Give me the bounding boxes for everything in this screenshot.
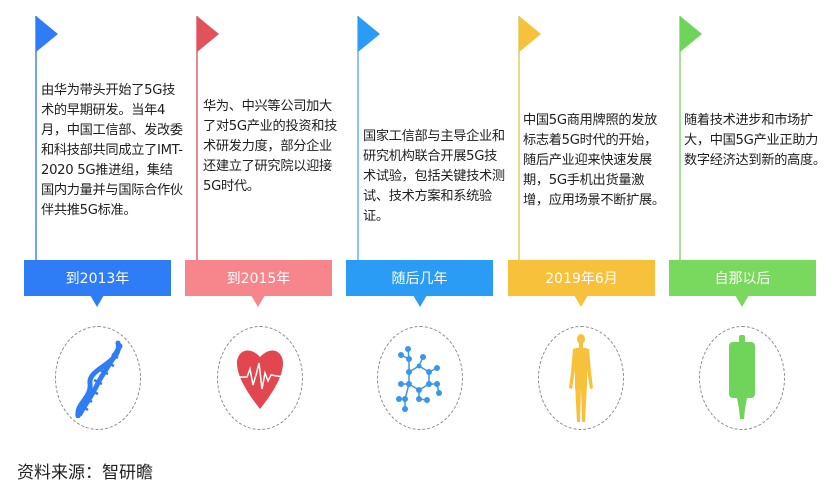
icon-ring <box>377 326 463 430</box>
molecule-icon <box>396 346 442 412</box>
banner-pointer <box>735 295 749 307</box>
flag-icon <box>197 16 219 52</box>
milestone-2015: 华为、中兴等公司加大了对5G产业的投资和技术研发力度，部分企业还建立了研究院以迎… <box>0 0 337 440</box>
battery-bag-icon <box>729 335 755 419</box>
milestone-description: 由华为带头开始了5G技术的早期研发。当年4月，中国工信部、发改委和科技部共同成立… <box>41 83 183 218</box>
milestone-2013: 由华为带头开始了5G技术的早期研发。当年4月，中国工信部、发改委和科技部共同成立… <box>0 0 183 440</box>
milestone-description: 随着技术进步和市场扩大，中国5G产业正助力数字经济达到新的高度。 <box>684 113 826 168</box>
banner-pointer <box>251 295 265 307</box>
milestone-description: 国家工信部与主导企业和研究机构联合开展5G技术试验，包括关键技术测试、技术方案和… <box>363 129 505 224</box>
period-banner: 到2013年 <box>24 260 171 296</box>
heart-pulse-icon <box>237 350 284 409</box>
flag-icon <box>358 16 380 52</box>
period-banner: 随后几年 <box>346 260 493 296</box>
flag-icon <box>680 16 702 52</box>
period-banner: 2019年6月 <box>508 260 655 296</box>
period-banner: 到2015年 <box>185 260 332 296</box>
milestone-following-years: 国家工信部与主导企业和研究机构联合开展5G技术试验，包括关键技术测试、技术方案和… <box>0 0 505 440</box>
banner-pointer <box>413 295 427 307</box>
flag-pole <box>196 16 198 262</box>
banner-pointer <box>574 295 588 307</box>
flag-pole <box>679 16 681 262</box>
human-body-icon <box>569 334 593 422</box>
icon-ring <box>217 326 303 430</box>
dna-icon <box>75 340 123 418</box>
milestone-description: 中国5G商用牌照的发放标志着5G时代的开始，随后产业迎来快速发展期，5G手机出货… <box>523 113 665 208</box>
source-caption: 资料来源：智研瞻 <box>17 463 153 483</box>
flag-pole <box>518 16 520 262</box>
icon-ring <box>538 326 624 430</box>
milestone-since-then: 随着技术进步和市场扩大，中国5G产业正助力数字经济达到新的高度。 自那以后 <box>0 0 826 440</box>
flag-icon <box>36 16 58 52</box>
period-banner: 自那以后 <box>669 260 816 296</box>
icon-ring <box>55 326 141 430</box>
flag-pole <box>35 16 37 262</box>
flag-icon <box>519 16 541 52</box>
milestone-2019-06: 中国5G商用牌照的发放标志着5G时代的开始，随后产业迎来快速发展期，5G手机出货… <box>0 0 665 440</box>
banner-pointer <box>90 295 104 307</box>
flag-pole <box>357 16 359 262</box>
milestone-description: 华为、中兴等公司加大了对5G产业的投资和技术研发力度，部分企业还建立了研究院以迎… <box>203 99 337 194</box>
icon-ring <box>699 326 785 430</box>
